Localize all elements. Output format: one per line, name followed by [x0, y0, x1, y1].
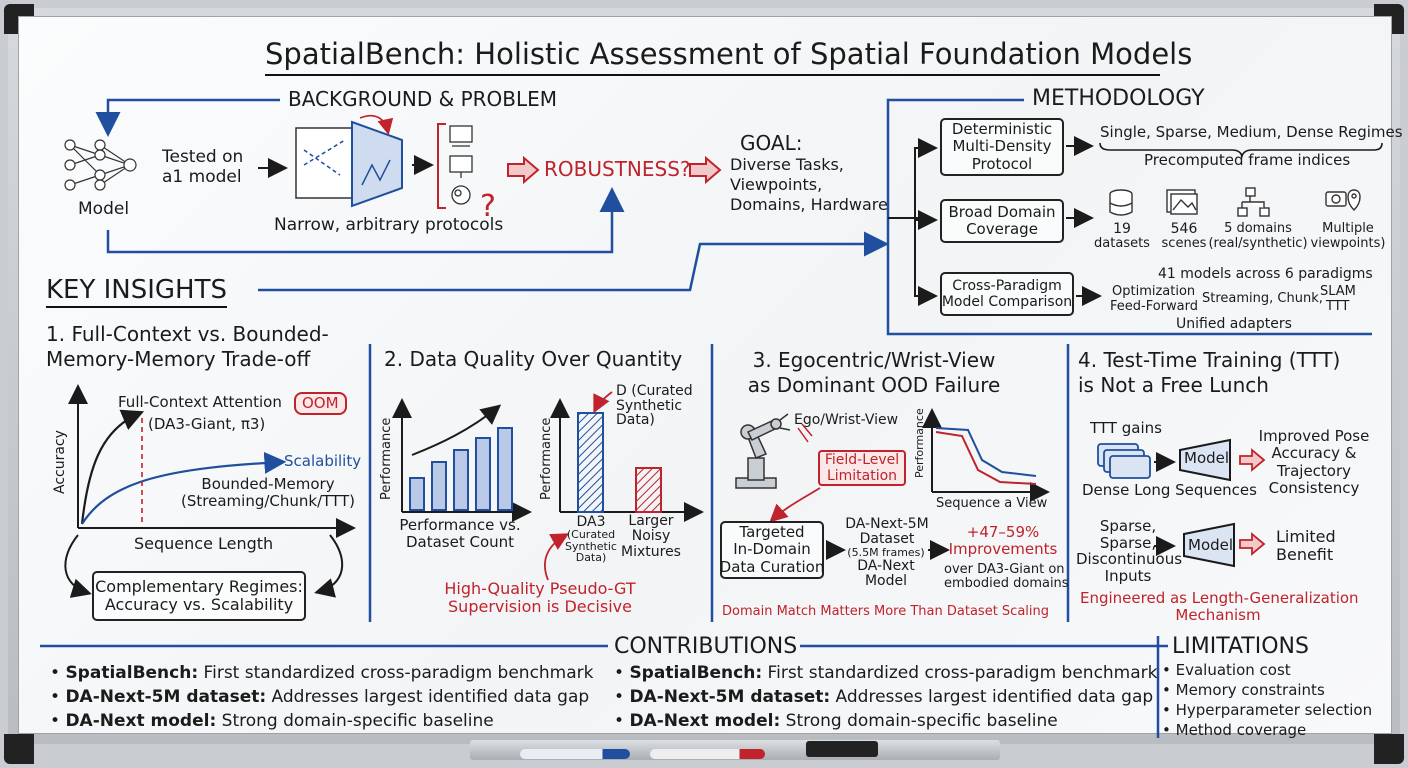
noisy-bar-label: Larger Noisy Mixtures [621, 513, 681, 560]
model-label: Model [78, 199, 130, 219]
models-text: 41 models across 6 paradigms [1158, 266, 1373, 282]
goal-text: Diverse Tasks, Viewpoints, Domains, Hard… [730, 155, 888, 214]
background-heading: BACKGROUND & PROBLEM [288, 87, 558, 111]
red-marker[interactable] [650, 749, 765, 759]
question-mark: ? [480, 189, 496, 224]
eraser[interactable] [806, 741, 878, 757]
frame-indices-text: Precomputed frame indices [1144, 151, 1351, 169]
insight4-title: 4. Test-Time Training (TTT) is Not a Fre… [1078, 348, 1341, 397]
targeted-curation-box: Targeted In-Domain Data Curation [720, 521, 824, 579]
perf-vs-count-caption: Performance vs. Dataset Count [399, 516, 521, 552]
ttt-gains-label: TTT gains [1090, 419, 1162, 437]
stat-scenes-label: scenes [1161, 236, 1207, 251]
regimes-text: Single, Sparse, Medium, Dense Regimes [1100, 123, 1403, 141]
page-title: SpatialBench: Holistic Assessment of Spa… [265, 37, 1193, 71]
field-limitation-badge: Field-Level Limitation [818, 450, 906, 487]
stat-scenes-value: 546 [1170, 221, 1198, 237]
contribution-item: • DA-Next model: Strong domain-specific … [614, 711, 1058, 731]
da3-giant-label: (DA3-Giant, π3) [148, 415, 266, 433]
improved-pose-label: Improved Pose Accuracy & Trajectory Cons… [1258, 427, 1370, 497]
insight2-title: 2. Data Quality Over Quantity [384, 347, 683, 371]
paradigm-feedforward: Feed-Forward [1110, 299, 1198, 314]
da-next-dataset-label: DA-Next-5M Dataset [845, 516, 929, 547]
curated-synthetic-label: D (Curated Synthetic Data) [616, 383, 693, 429]
bounded-memory-label: Bounded-Memory (Streaming/Chunk/TTT) [181, 475, 355, 511]
ego-wrist-label: Ego/Wrist-View [794, 412, 899, 428]
contribution-item: • DA-Next-5M dataset: Addresses largest … [50, 687, 590, 707]
limitations-heading: LIMITATIONS [1172, 634, 1309, 659]
limitation-item: • Memory constraints [1162, 681, 1325, 699]
insight3-title: 3. Egocentric/Wrist-View as Dominant OOD… [747, 348, 1001, 397]
scalability-label: Scalability [284, 452, 362, 470]
perf-axis-label-2: Performance [539, 417, 554, 500]
insight2-conclusion: High-Quality Pseudo-GT Supervision is De… [444, 579, 636, 617]
accuracy-axis-label: Accuracy [52, 430, 68, 494]
stat-datasets-label: datasets [1094, 236, 1150, 251]
contribution-item: • DA-Next model: Strong domain-specific … [50, 711, 494, 731]
tested-on-text: Tested on a1 model [162, 147, 244, 187]
da3-bar-label: DA3 [576, 514, 606, 530]
stat-domains-label: (real/synthetic) [1208, 236, 1308, 251]
paradigm-streaming: Streaming, Chunk, [1202, 291, 1323, 306]
model-label-1: Model [1184, 449, 1230, 467]
paradigm-ttt: TTT [1326, 299, 1350, 314]
over-da3-label: over DA3-Giant on embodied domains [944, 562, 1069, 592]
sequence-length-axis-label: Sequence Length [134, 534, 274, 553]
full-context-label: Full-Context Attention [118, 393, 282, 411]
contribution-item: • DA-Next-5M dataset: Addresses largest … [614, 687, 1154, 707]
complementary-regimes-box: Complementary Regimes: Accuracy vs. Scal… [92, 571, 306, 621]
model-label-2: Model [1188, 536, 1234, 554]
limited-benefit-label: Limited Benefit [1276, 527, 1336, 564]
stat-viewpoints-label: viewpoints) [1310, 236, 1386, 251]
key-insights-heading: KEY INSIGHTS [46, 275, 227, 308]
insight1-title: 1. Full-Context vs. Bounded- Memory-Memo… [46, 322, 329, 371]
contribution-item: • SpatialBench: First standardized cross… [50, 663, 594, 683]
frame-corner [4, 734, 34, 764]
improvements-label: +47–59% Improvements [948, 523, 1058, 559]
sparse-inputs-label: Sparse, Sparse, Discontinuous Inputs [1076, 517, 1183, 585]
contribution-item: • SpatialBench: First standardized cross… [614, 663, 1158, 683]
protocol-box: Deterministic Multi-Density Protocol [940, 118, 1064, 176]
da-next-frames-label: (5.5M frames) [847, 546, 925, 559]
sequence-view-label: Sequence a View [936, 496, 1048, 511]
insight3-conclusion: Domain Match Matters More Than Dataset S… [722, 604, 1049, 619]
stat-domains-value: 5 domains [1224, 221, 1292, 236]
blue-marker[interactable] [520, 749, 630, 759]
paradigm-slam: SLAM [1320, 284, 1356, 299]
stat-viewpoints-value: Multiple [1322, 221, 1374, 236]
adapters-text: Unified adapters [1176, 316, 1292, 332]
robustness-text: ROBUSTNESS? [544, 157, 691, 181]
perf-axis-label: Performance [379, 417, 394, 500]
domain-box: Broad Domain Coverage [940, 199, 1064, 243]
protocols-text: Narrow, arbitrary protocols [274, 215, 504, 235]
stat-datasets-value: 19 [1113, 221, 1131, 237]
insight4-conclusion: Engineered as Length-Generalization Mech… [1080, 589, 1359, 625]
frame-corner [1374, 734, 1404, 764]
title-underline [265, 74, 1160, 76]
dense-sequences-label: Dense Long Sequences [1082, 481, 1257, 499]
da3-bar-sublabel: (Curated Synthetic Data) [565, 528, 617, 565]
oom-badge: OOM [294, 392, 347, 416]
da-next-model-label: DA-Next Model [857, 558, 915, 589]
limitation-item: • Evaluation cost [1162, 661, 1291, 679]
paradigm-optimization: Optimization [1112, 284, 1196, 299]
limitation-item: • Method coverage [1162, 721, 1307, 739]
goal-heading: GOAL: [740, 131, 803, 155]
methodology-heading: METHODOLOGY [1032, 86, 1205, 111]
comparison-box: Cross-Paradigm Model Comparison [940, 272, 1074, 316]
limitation-item: • Hyperparameter selection [1162, 701, 1373, 719]
perf-axis-label-3: Performance [913, 408, 926, 478]
contributions-heading: CONTRIBUTIONS [614, 634, 798, 659]
